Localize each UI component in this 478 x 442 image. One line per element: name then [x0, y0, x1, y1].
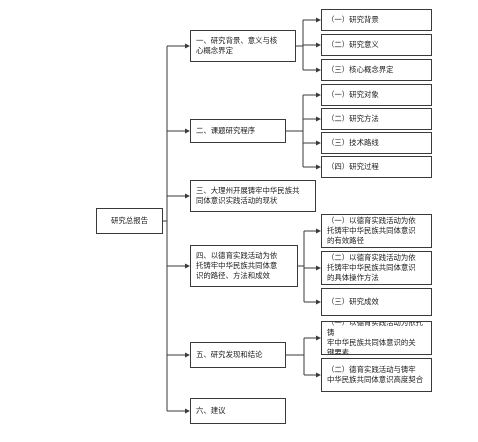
- node-branch-2-item-2: （二）研究方法: [321, 108, 432, 130]
- node-branch-1-item-1: （一）研究背景: [321, 9, 432, 31]
- leaf-arrow-4-1: [316, 228, 321, 234]
- branch-arrow-2: [185, 128, 190, 134]
- node-branch-4-item-3: （三）研究成效: [321, 288, 432, 316]
- node-branch-2: 二、课题研究程序: [190, 119, 286, 143]
- node-branch-5-item-2: （二）德育实践活动与铸牢 中华民族共同体意识高度契合: [321, 358, 432, 392]
- leaf-arrow-4-3: [316, 299, 321, 305]
- node-branch-1: 一、研究背景、意义与核 心概念界定: [190, 30, 296, 62]
- node-branch-4: 四、以德育实践活动为依 托铸牢中华民族共同体意 识的路径、方法和成效: [190, 245, 298, 287]
- node-branch-1-item-2: （二）研究意义: [321, 34, 432, 56]
- branch-arrow-1: [185, 43, 190, 49]
- leaf-arrow-1-2: [316, 42, 321, 48]
- node-branch-6: 六、建议: [190, 398, 286, 424]
- leaf-arrow-2-4: [316, 164, 321, 170]
- node-branch-2-item-3: （三）技术路线: [321, 132, 432, 154]
- node-branch-4-item-1: （一）以德育实践活动为依 托铸牢中华民族共同体意识 的有效路径: [321, 214, 432, 248]
- node-branch-2-item-4: （四）研究过程: [321, 156, 432, 178]
- leaf-arrow-1-3: [316, 67, 321, 73]
- node-branch-5-item-1: （一）以德育实践活动为依托铸 牢中华民族共同体意识的关 键要素: [321, 321, 432, 355]
- leaf-arrow-2-2: [316, 116, 321, 122]
- node-branch-3: 三、大理州开展铸牢中华民族共 同体意识实践活动的现状: [190, 180, 316, 212]
- branch-arrow-3: [185, 193, 190, 199]
- branch-arrow-6: [185, 408, 190, 414]
- leaf-arrow-1-1: [316, 17, 321, 23]
- leaf-arrow-5-1: [316, 335, 321, 341]
- node-branch-4-item-2: （二）以德育实践活动为依 托铸牢中华民族共同体意识 的具体操作方法: [321, 251, 432, 285]
- branch-arrow-4: [185, 263, 190, 269]
- node-branch-5: 五、研究发现和结论: [190, 342, 286, 368]
- leaf-arrow-4-2: [316, 265, 321, 271]
- leaf-arrow-2-3: [316, 140, 321, 146]
- node-root: 研究总报告: [96, 208, 163, 234]
- node-branch-1-item-3: （三）核心概念界定: [321, 59, 432, 81]
- leaf-arrow-2-1: [316, 92, 321, 98]
- node-branch-2-item-1: （一）研究对象: [321, 84, 432, 106]
- branch-arrow-5: [185, 352, 190, 358]
- leaf-arrow-5-2: [316, 372, 321, 378]
